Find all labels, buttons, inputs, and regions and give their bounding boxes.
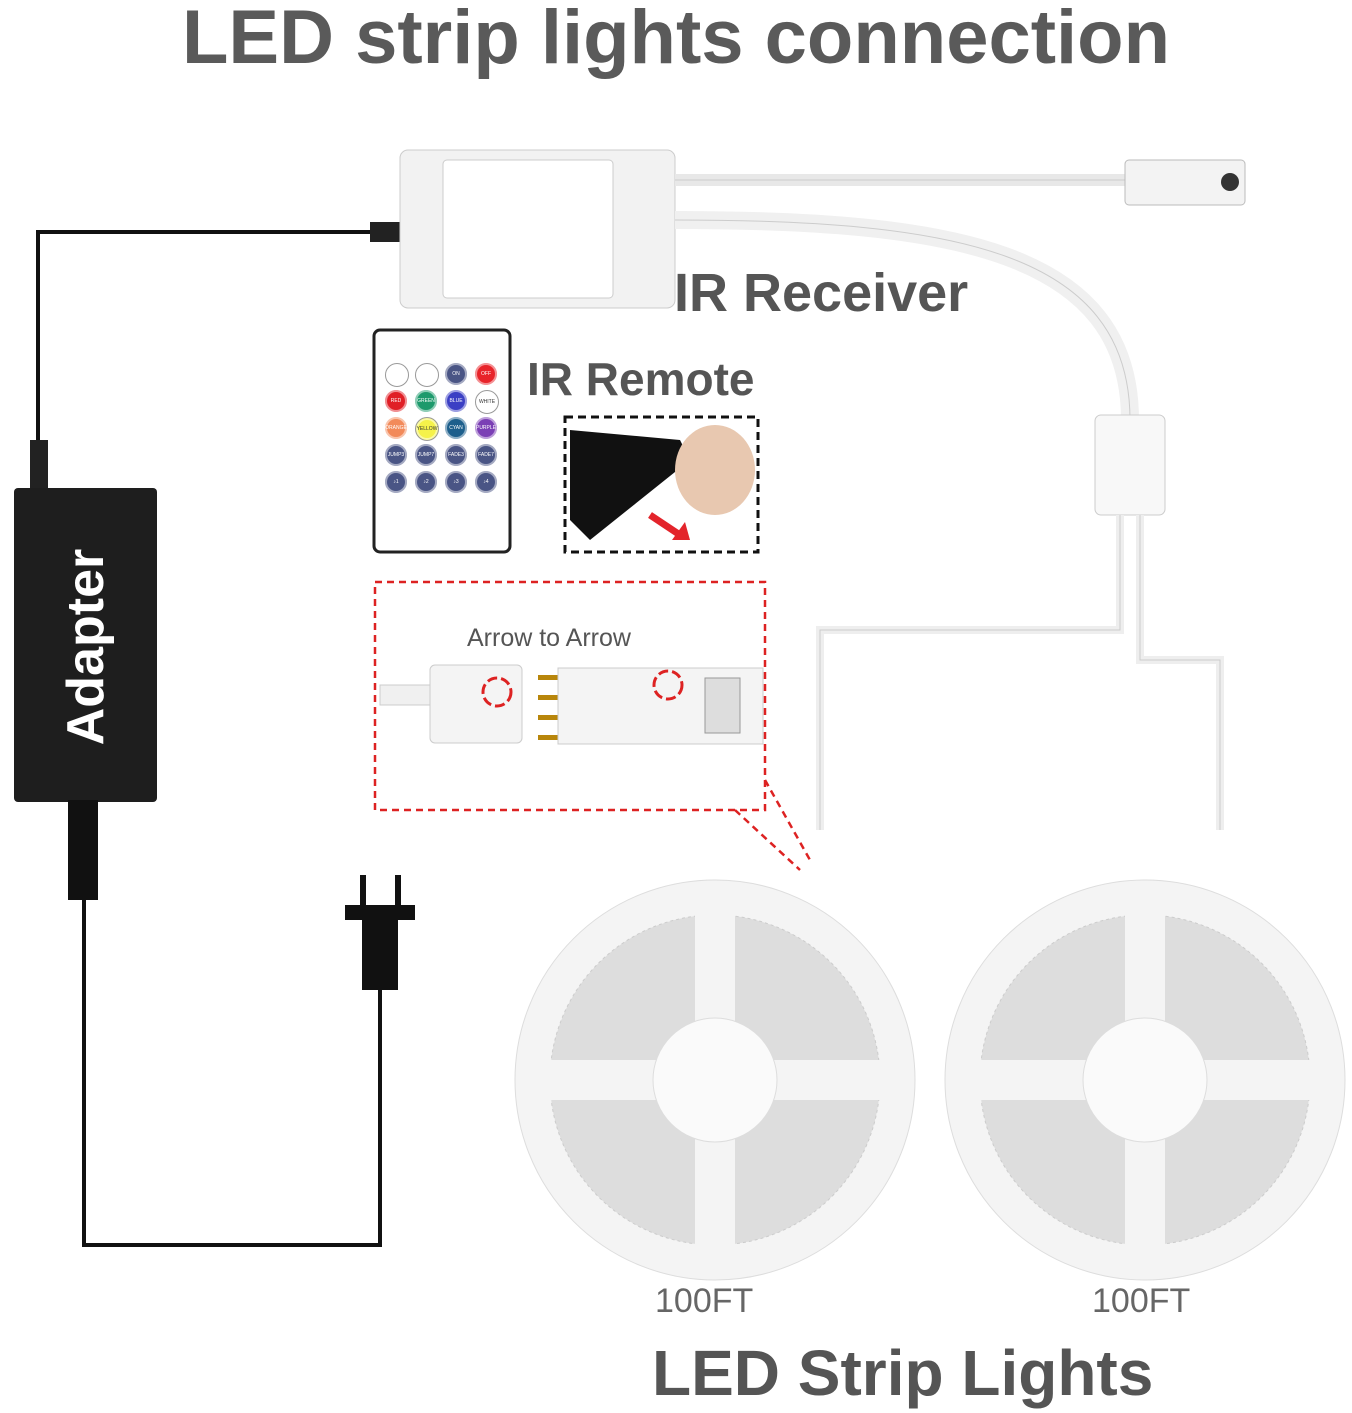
reel-2-length: 100FT <box>1092 1282 1191 1320</box>
ir-remote-body <box>372 328 512 554</box>
ac-strain-relief <box>68 800 98 900</box>
remote-button: WHITE <box>475 390 499 414</box>
cable-strain-relief <box>30 440 48 490</box>
remote-button: RED <box>385 390 407 412</box>
page-title: LED strip lights connection <box>181 0 1171 80</box>
remote-button: CYAN <box>445 417 467 439</box>
remote-button: PURPLE <box>475 417 497 439</box>
plug-prong <box>360 875 366 907</box>
adapter-label: Adapter <box>57 548 115 746</box>
remote-button <box>415 363 439 387</box>
dc-jack <box>370 222 406 242</box>
remote-button: ♪3 <box>445 471 467 493</box>
led-strip-lights-label: LED Strip Lights <box>652 1337 1154 1409</box>
remote-button: FADE3 <box>445 444 467 466</box>
connection-detail-inset <box>373 580 812 871</box>
led-reel-1 <box>514 879 916 1281</box>
ir-receiver-label: IR Receiver <box>674 263 969 323</box>
ac-cable <box>82 900 382 1247</box>
remote-button: JUMP3 <box>385 444 407 466</box>
remote-button: ♪4 <box>475 471 497 493</box>
dc-female-connector <box>1124 159 1246 206</box>
plug-prong <box>395 875 401 907</box>
remote-button: OFF <box>475 363 497 385</box>
remote-button <box>385 363 409 387</box>
4pin-connector <box>429 664 523 744</box>
remote-button: YELLOW <box>415 417 439 441</box>
remote-button: ORANGE <box>385 417 407 439</box>
remote-button: BLUE <box>445 390 467 412</box>
splitter <box>1094 414 1166 516</box>
dc-cable <box>36 230 400 490</box>
remote-button: FADE7 <box>475 444 497 466</box>
adapter-body <box>14 488 157 802</box>
remote-button: ♪1 <box>385 471 407 493</box>
ir-remote-label: IR Remote <box>527 353 755 405</box>
led-reel-2 <box>944 879 1346 1281</box>
arrow-to-arrow-label: Arrow to Arrow <box>467 624 631 652</box>
remote-button: ♪2 <box>415 471 437 493</box>
reel-1-length: 100FT <box>655 1282 754 1320</box>
remote-button: JUMP7 <box>415 444 437 466</box>
remote-button: ON <box>445 363 467 385</box>
plug-body <box>362 910 398 990</box>
remote-button: GREEN <box>415 390 437 412</box>
